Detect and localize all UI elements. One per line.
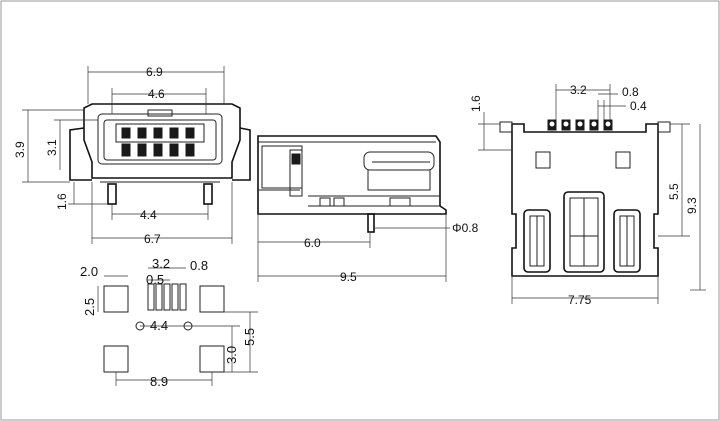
dim-top-pin-group: 3.2 — [570, 83, 587, 97]
dim-fp-pad-offset: 3.0 — [224, 346, 239, 364]
dim-top-pad-to-pin: 5.5 — [667, 183, 681, 200]
dim-front-height: 3.9 — [13, 141, 27, 158]
dim-fp-pad-width: 2.0 — [80, 264, 98, 279]
dim-fp-pin-group: 3.2 — [152, 256, 170, 271]
dim-fp-pin-pitch: 0.5 — [146, 272, 164, 287]
dim-fp-pad-span-h: 8.9 — [150, 374, 168, 389]
dim-top-depth: 9.3 — [685, 197, 699, 214]
dim-front-inner-height: 3.1 — [45, 139, 59, 156]
dim-front-leg-height: 1.6 — [55, 193, 69, 210]
dim-top-pin-gap: 0.4 — [630, 99, 647, 113]
dim-front-leg-pitch: 4.4 — [140, 208, 157, 222]
dim-top-width: 7.75 — [568, 293, 592, 307]
dim-front-width-bottom: 6.7 — [144, 232, 161, 246]
dim-fp-pin-width: 0.8 — [190, 258, 208, 273]
front-view: 6.9 4.6 3.9 3.1 1.6 4.4 6.7 — [13, 65, 251, 246]
side-view: Φ0.8 6.0 9.5 — [257, 135, 479, 284]
dim-front-width-top: 6.9 — [146, 65, 163, 79]
dim-top-pad-height: 1.6 — [469, 95, 483, 112]
footprint-view: 2.0 2.5 3.2 0.8 0.5 4.4 3.0 5.5 8.9 — [80, 256, 258, 389]
dim-front-inner-width: 4.6 — [148, 87, 165, 101]
dim-side-length: 9.5 — [340, 270, 357, 284]
dim-top-pin-width: 0.8 — [622, 85, 639, 99]
dim-fp-pad-height: 2.5 — [82, 298, 97, 316]
dim-side-pin-offset: 6.0 — [304, 236, 321, 250]
dim-fp-pad-span-v: 5.5 — [242, 328, 257, 346]
dim-side-pin-diameter: Φ0.8 — [452, 221, 479, 235]
top-view: 3.2 0.8 0.4 1.6 5.5 9.3 7.75 — [469, 83, 706, 307]
dim-fp-hole-pitch: 4.4 — [150, 318, 168, 333]
